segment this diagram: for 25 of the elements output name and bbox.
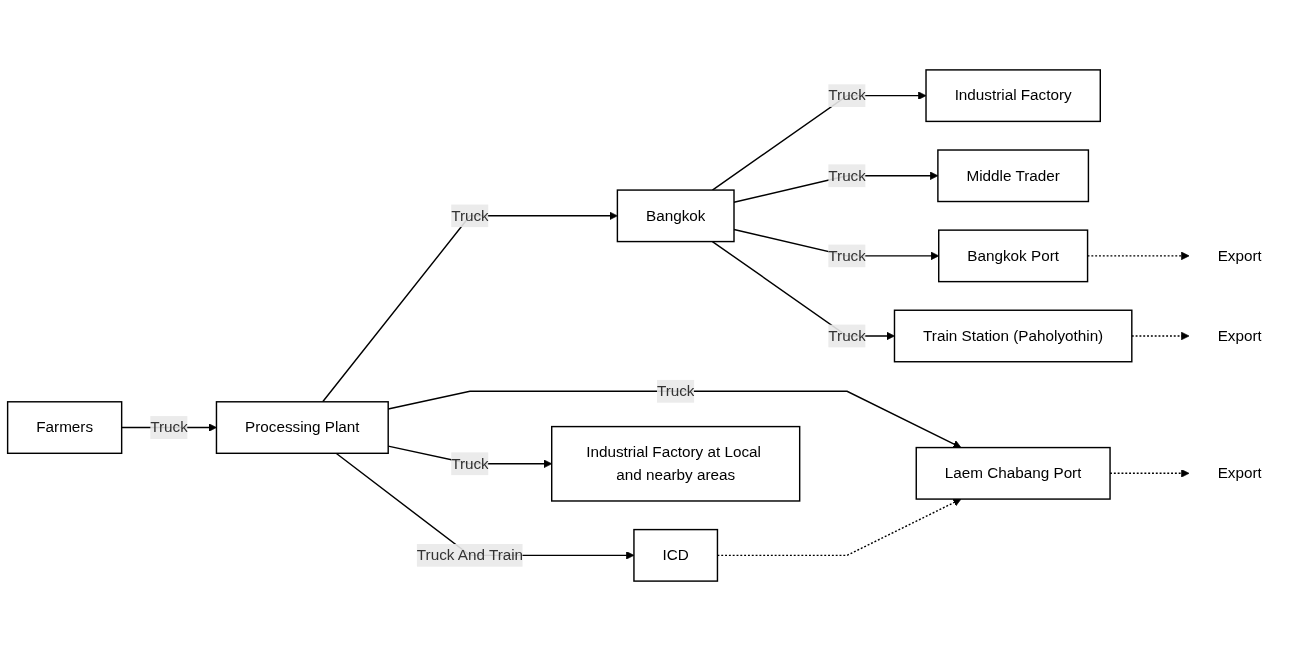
node-box: Bangkok Port	[938, 229, 1089, 283]
node-box: Train Station (Paholyothin)	[893, 309, 1133, 363]
arrow	[322, 211, 618, 403]
node-text: Export	[1217, 327, 1262, 344]
node-box: Middle Trader	[937, 149, 1090, 203]
edge-label: Truck	[828, 167, 866, 184]
edge-label: Truck	[451, 207, 489, 224]
node-text: Export	[1217, 247, 1262, 264]
node-text: Export	[1217, 464, 1262, 481]
arrow	[711, 91, 927, 191]
edge-label: Truck And Train	[416, 546, 524, 563]
edge-label: Truck	[828, 87, 866, 104]
edge-label: Truck	[150, 418, 188, 436]
edge-label: Truck	[828, 247, 866, 264]
node-box: Farmers	[6, 401, 123, 454]
node-box: ICD	[633, 528, 719, 582]
edge-label: Truck	[656, 382, 695, 399]
node-box: Industrial Factory	[925, 69, 1101, 123]
node-box: Bangkok	[616, 189, 735, 243]
edge-label: Truck	[451, 455, 489, 472]
edge-label: Truck	[828, 327, 866, 344]
node-box: Processing Plant	[215, 401, 389, 454]
node-box: Industrial Factory at Local and nearby areas	[551, 425, 801, 502]
arrow	[711, 240, 895, 341]
node-box: Laem Chabang Port	[915, 446, 1111, 500]
